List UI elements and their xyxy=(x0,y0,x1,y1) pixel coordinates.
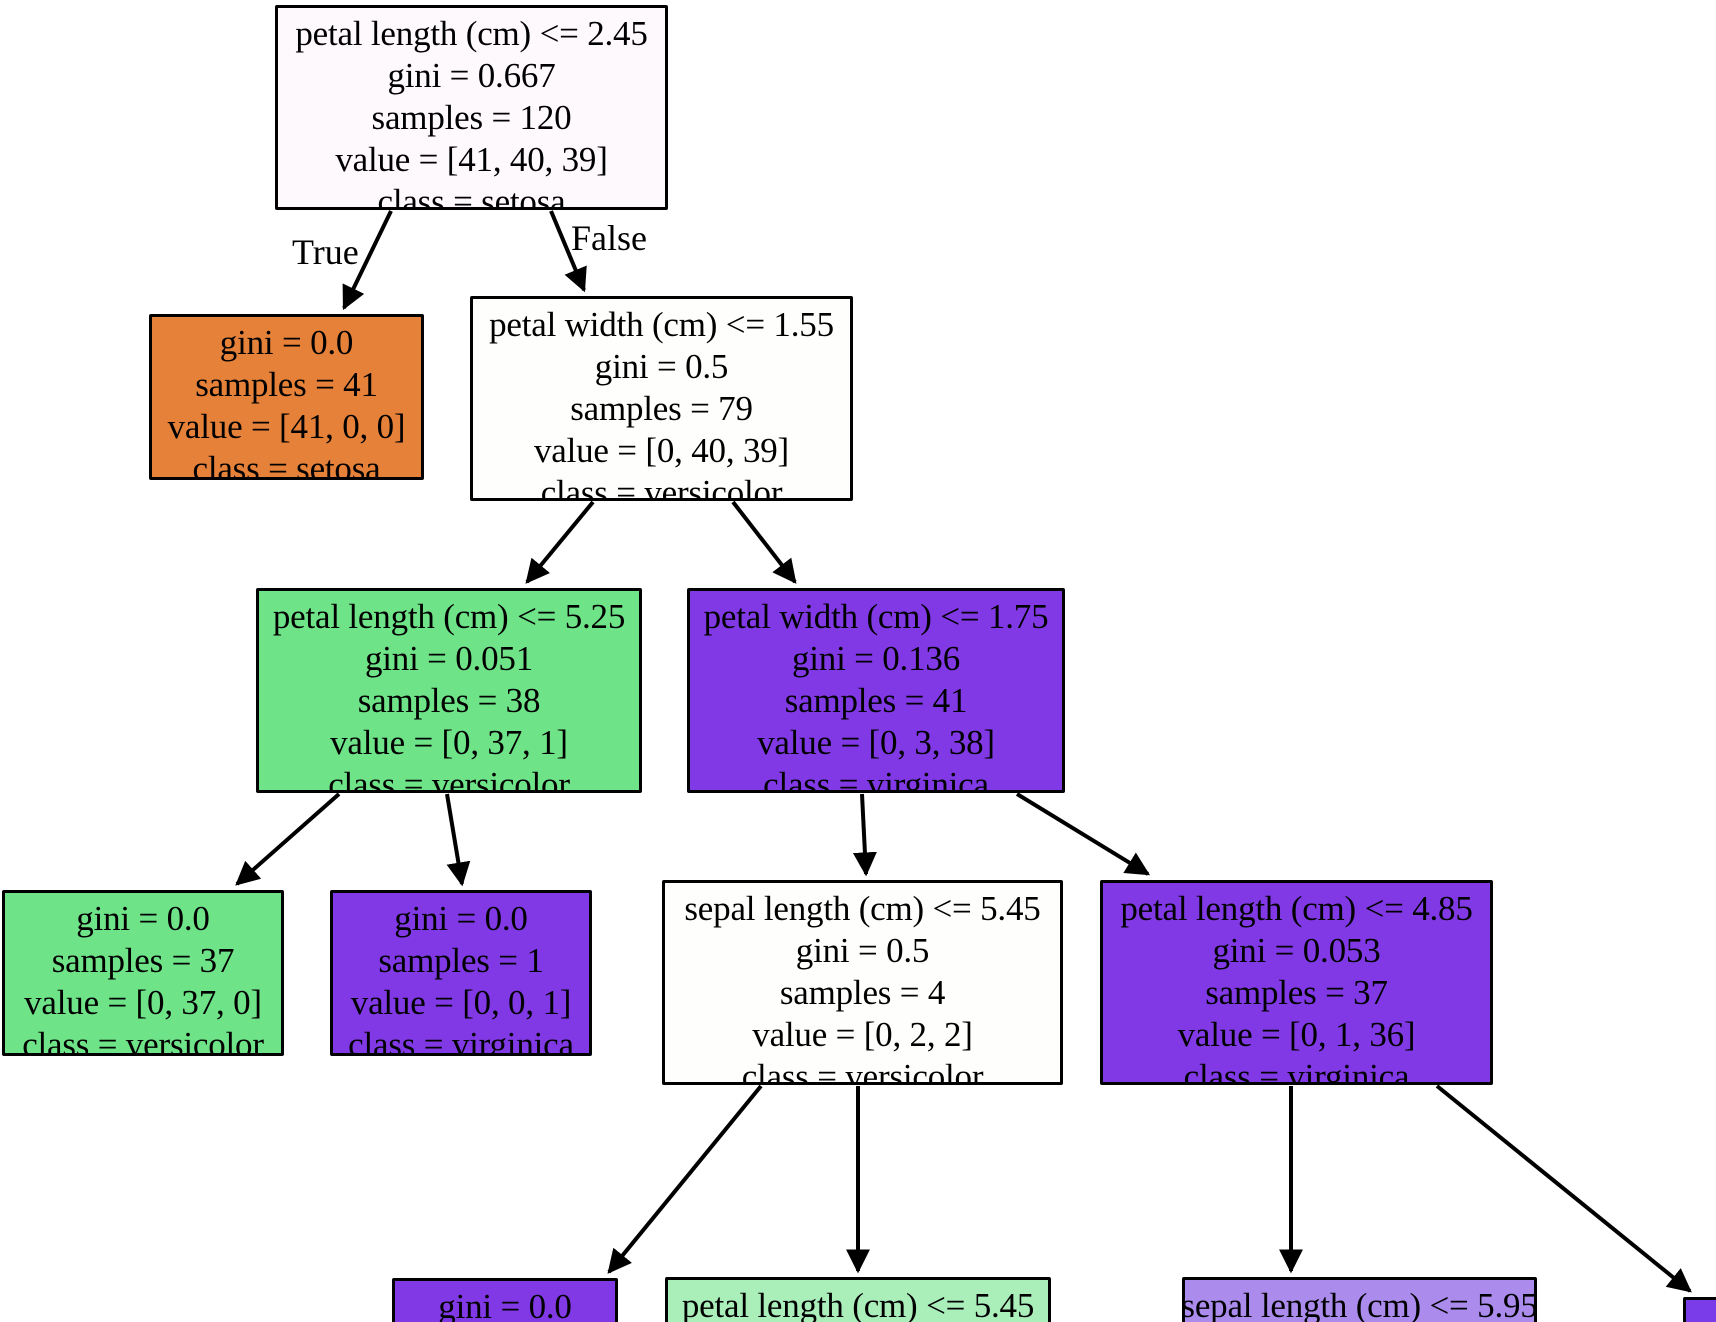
edge-pl525-to-leaf37 xyxy=(235,792,341,886)
node-petal-length-525-line-1: gini = 0.051 xyxy=(364,639,534,678)
leaf-virginica-1-line-3: class = virginica xyxy=(348,1025,574,1056)
leaf-virginica-1-line-2: value = [0, 0, 1] xyxy=(350,983,572,1022)
leaf-virginica-bottom-partial[interactable]: gini = 0.0 xyxy=(392,1278,618,1322)
node-petal-length-545-bottom-partial[interactable]: petal length (cm) <= 5.45 xyxy=(665,1277,1051,1322)
edge-pw175-to-sepal545 xyxy=(852,793,877,877)
edge-pw175-to-pl485 xyxy=(1015,792,1151,876)
node-sepal-length-545-line-3: value = [0, 2, 2] xyxy=(752,1015,973,1054)
edge-pl525-to-leaf1 xyxy=(445,793,471,887)
node-petal-width-155-line-0: petal width (cm) <= 1.55 xyxy=(489,305,834,344)
node-petal-length-485-line-1: gini = 0.053 xyxy=(1212,931,1381,970)
root-node-line-3: value = [41, 40, 39] xyxy=(335,140,608,179)
node-sepal-length-545-line-1: gini = 0.5 xyxy=(795,931,930,970)
edge-pl485-to-leaf-right xyxy=(1435,1084,1692,1293)
node-petal-length-485-line-0: petal length (cm) <= 4.85 xyxy=(1120,889,1473,928)
node-petal-width-155-line-3: value = [0, 40, 39] xyxy=(533,431,790,470)
leaf-setosa-line-2: value = [41, 0, 0] xyxy=(167,407,406,446)
edge-label-true: True xyxy=(292,232,359,272)
root-node-line-2: samples = 120 xyxy=(371,98,572,137)
node-petal-width-155-line-1: gini = 0.5 xyxy=(594,347,729,386)
node-sepal-length-545-line-2: samples = 4 xyxy=(779,973,946,1012)
node-petal-width-155-line-2: samples = 79 xyxy=(570,389,753,428)
node-petal-length-525-line-4: class = versicolor xyxy=(328,765,570,793)
node-petal-width-175-line-2: samples = 41 xyxy=(784,681,968,720)
node-petal-width-175-line-3: value = [0, 3, 38] xyxy=(757,723,995,762)
leaf-virginica-far-right-partial[interactable] xyxy=(1683,1297,1716,1322)
node-petal-length-525-line-3: value = [0, 37, 1] xyxy=(330,723,568,762)
leaf-versicolor-37-line-2: value = [0, 37, 0] xyxy=(24,983,262,1022)
leaf-versicolor-37-line-3: class = versicolor xyxy=(22,1025,264,1056)
root-node-line-4: class = setosa xyxy=(377,182,566,210)
edge-pw155-to-pw175 xyxy=(731,500,797,584)
leaf-versicolor-37-line-1: samples = 37 xyxy=(51,941,235,980)
node-sepal-length-545-line-4: class = versicolor xyxy=(741,1057,984,1085)
node-petal-width-175-line-4: class = virginica xyxy=(763,765,989,793)
leaf-virginica-1-line-1: samples = 1 xyxy=(378,941,544,980)
root-node-line-1: gini = 0.667 xyxy=(387,56,556,95)
node-sepal-length-545-line-0: sepal length (cm) <= 5.45 xyxy=(684,889,1041,928)
node-sepal-length-595-bottom-partial-line-0: sepal length (cm) <= 5.95 xyxy=(1182,1286,1537,1322)
node-petal-length-485-line-3: value = [0, 1, 36] xyxy=(1177,1015,1416,1054)
leaf-virginica-1-line-0: gini = 0.0 xyxy=(394,899,528,938)
node-petal-length-525-line-2: samples = 38 xyxy=(357,681,541,720)
leaf-setosa-line-3: class = setosa xyxy=(192,449,381,480)
node-petal-length-485-line-4: class = virginica xyxy=(1183,1057,1410,1085)
node-petal-length-485-line-2: samples = 37 xyxy=(1205,973,1388,1012)
edge-label-false: False xyxy=(571,218,647,258)
edge-sepal545-to-leaf xyxy=(607,1084,763,1274)
node-petal-width-155-line-4: class = versicolor xyxy=(540,473,783,501)
node-sepal-length-595-bottom-partial[interactable]: sepal length (cm) <= 5.95 xyxy=(1182,1277,1537,1322)
edge-pw155-to-pl525 xyxy=(525,500,595,584)
leaf-versicolor-37-line-0: gini = 0.0 xyxy=(76,899,210,938)
node-petal-width-175-line-1: gini = 0.136 xyxy=(791,639,961,678)
leaf-setosa-line-0: gini = 0.0 xyxy=(219,323,354,362)
node-petal-length-525-line-0: petal length (cm) <= 5.25 xyxy=(272,597,626,636)
leaf-setosa-line-1: samples = 41 xyxy=(195,365,378,404)
node-petal-width-175-line-0: petal width (cm) <= 1.75 xyxy=(703,597,1049,636)
node-petal-length-545-bottom-partial-line-0: petal length (cm) <= 5.45 xyxy=(681,1286,1035,1322)
leaf-virginica-bottom-partial-line-0: gini = 0.0 xyxy=(438,1287,572,1322)
root-node-line-0: petal length (cm) <= 2.45 xyxy=(295,14,648,53)
